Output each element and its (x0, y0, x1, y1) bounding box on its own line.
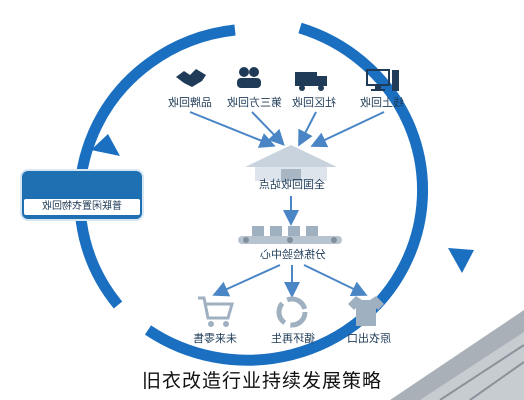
top-label-2: 第三方回收 (226, 96, 282, 109)
legend-box: 普联闲置衣物回收 (22, 171, 142, 219)
output-label-3: 原衣出口 (347, 332, 391, 345)
handshake-icon (176, 69, 206, 87)
top-label-1: 品牌回收 (168, 96, 212, 109)
decorative-photo (390, 310, 524, 400)
ring-arrowhead-right (448, 248, 474, 273)
legend-label: 普联闲置衣物回收 (24, 199, 140, 215)
ring-arrowhead-left (91, 134, 120, 156)
sorting-center-label: 分拣检验中心 (260, 248, 326, 261)
tshirt-icon (348, 296, 384, 326)
cart-icon (198, 296, 234, 327)
people-icon (237, 67, 261, 88)
caption: 旧衣改造行业持续发展策略 (141, 370, 382, 392)
recycle-icon (276, 296, 308, 328)
output-label-1: 未来零售 (193, 332, 237, 345)
conveyor-icon (238, 226, 342, 244)
computer-icon (366, 69, 399, 91)
center-station-label: 全国回收站点 (259, 178, 325, 191)
station-icon (245, 145, 337, 181)
top-label-3: 社区回收 (292, 96, 336, 109)
cycle-ring (74, 22, 474, 366)
output-label-2: 循环再生 (271, 332, 315, 345)
truck-icon (295, 72, 327, 91)
top-label-4: 线上回收 (360, 96, 404, 109)
